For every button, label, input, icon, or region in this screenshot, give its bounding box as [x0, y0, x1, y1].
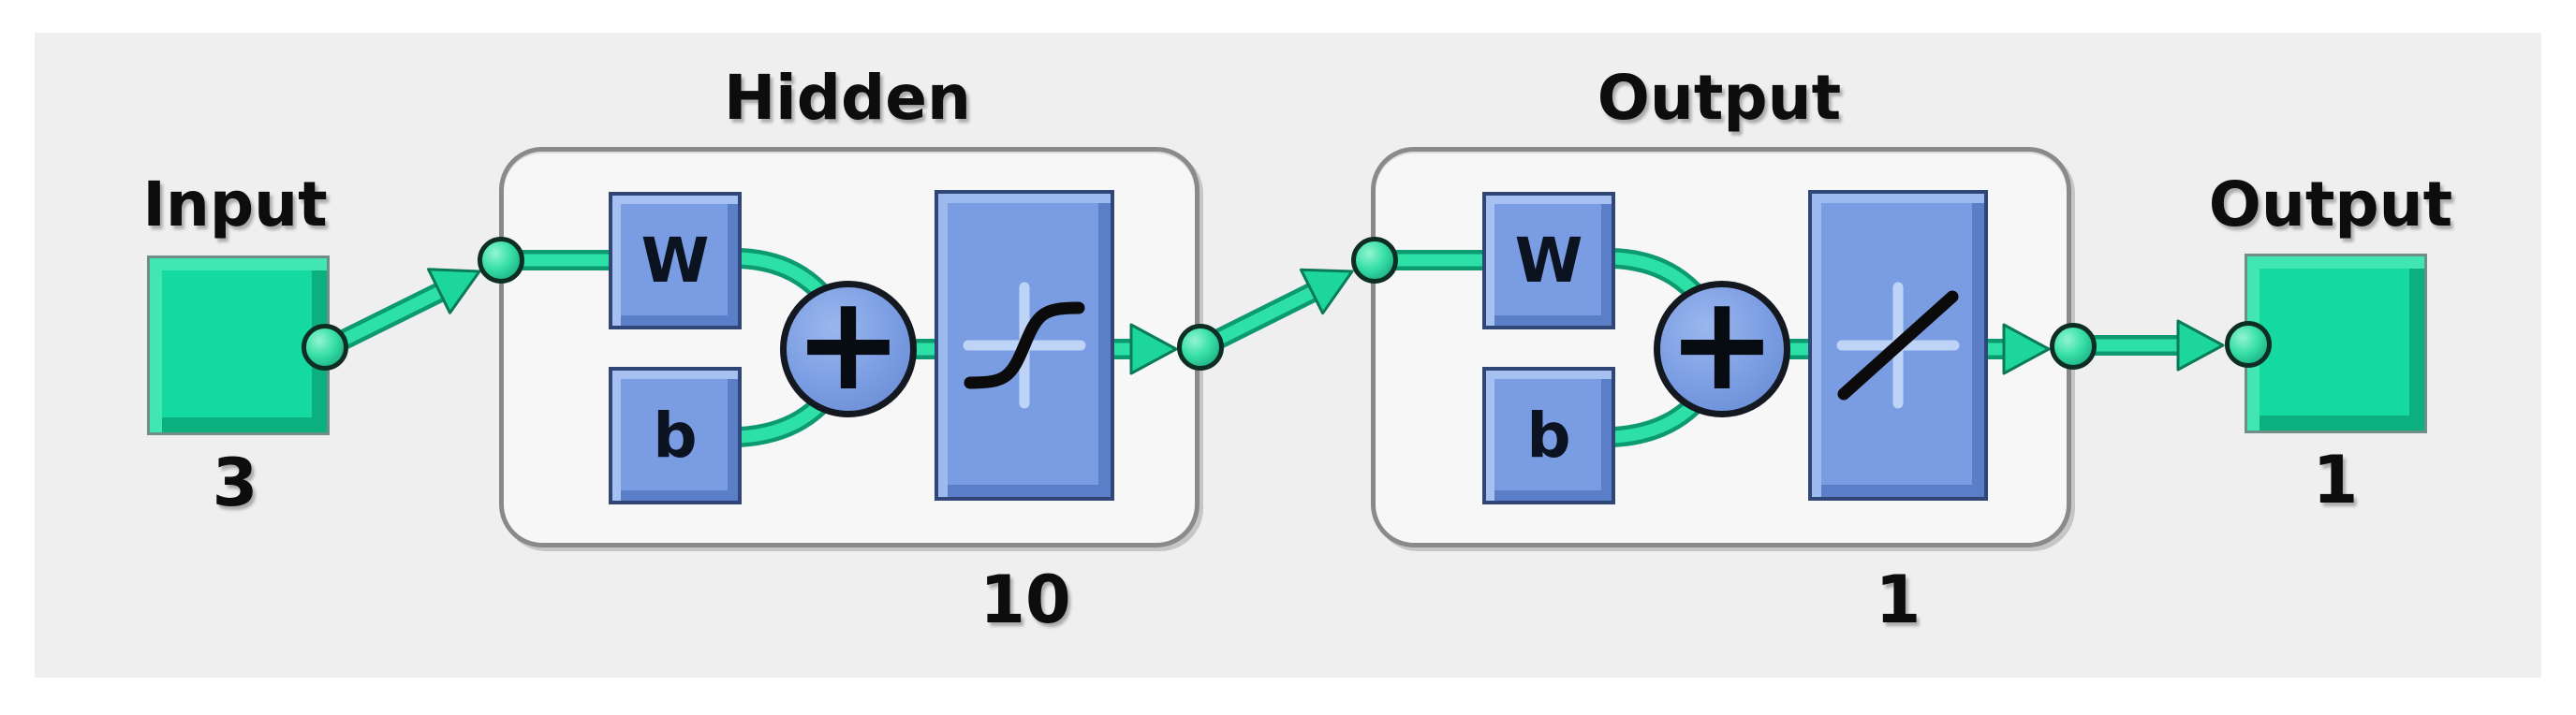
output-bias-label: b	[1526, 399, 1571, 472]
diagram-panel	[35, 33, 2541, 678]
hidden-sum-junction: +	[780, 268, 917, 420]
output-sum-junction: +	[1654, 268, 1790, 420]
hidden-layer-title: Hidden	[723, 62, 972, 134]
output-weight-block: W	[1482, 192, 1615, 329]
final-output-label: Output	[2208, 168, 2453, 241]
output-input-port	[1351, 237, 1398, 284]
hidden-input-port	[478, 237, 524, 284]
output-layer-title: Output	[1597, 62, 1842, 134]
hidden-output-port	[1177, 324, 1224, 371]
output-activation-block	[1808, 190, 1988, 501]
purelin-linear-icon	[1836, 282, 1960, 409]
final-output-block	[2245, 254, 2427, 433]
hidden-weight-block: W	[609, 192, 742, 329]
output-output-port	[2050, 323, 2097, 370]
tansig-sigmoid-icon	[963, 282, 1086, 409]
hidden-weight-label: W	[640, 224, 710, 297]
hidden-activation-block	[935, 190, 1114, 501]
input-output-port	[302, 324, 348, 371]
output-weight-label: W	[1514, 224, 1583, 297]
output-size-label: 1	[1875, 562, 1921, 638]
input-block	[147, 255, 330, 435]
hidden-bias-block: b	[609, 367, 742, 504]
network-output-port	[2225, 321, 2272, 368]
output-bias-block: b	[1482, 367, 1615, 504]
final-output-size-label: 1	[2312, 442, 2359, 518]
input-label: Input	[142, 168, 328, 241]
hidden-size-label: 10	[979, 562, 1071, 638]
output-sum-label: +	[1667, 268, 1777, 420]
input-size-label: 3	[212, 445, 258, 521]
hidden-bias-label: b	[653, 399, 698, 472]
hidden-sum-label: +	[793, 268, 904, 420]
